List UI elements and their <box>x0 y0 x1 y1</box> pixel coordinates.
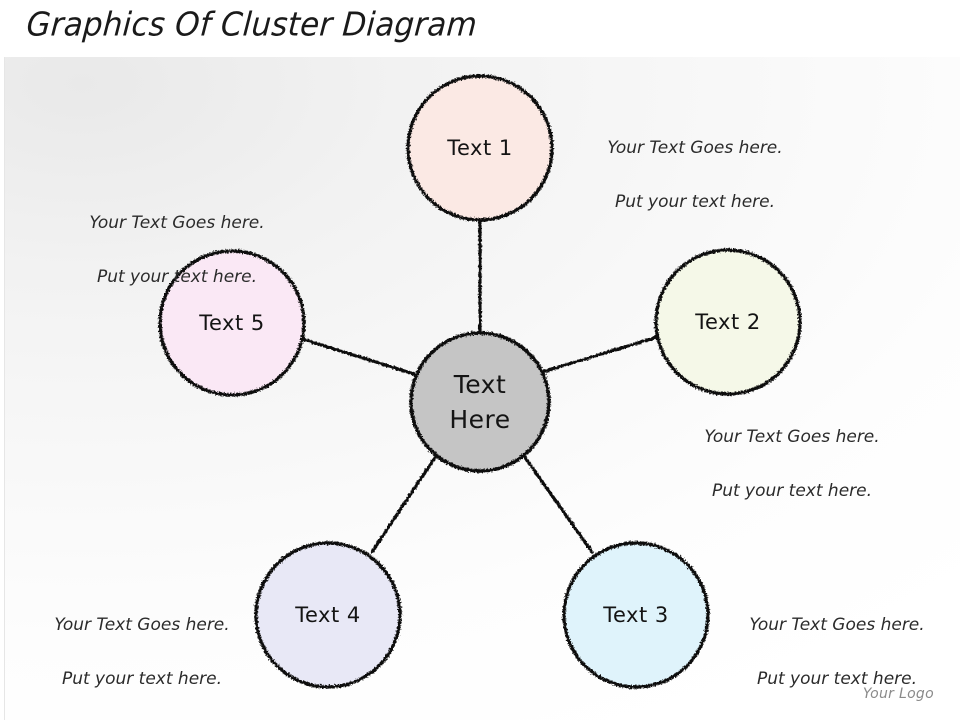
connector-hub-to-node-2 <box>540 334 663 374</box>
connector-hub-to-node-5 <box>297 336 416 376</box>
node-circle-text-2 <box>654 248 802 396</box>
connector-hub-to-node-3 <box>522 454 594 554</box>
node-circle-text-1 <box>406 74 554 222</box>
caption-node-2-line-1: Your Text Goes here. <box>704 427 880 447</box>
hub-node-group <box>409 331 551 473</box>
node-circle-text-5 <box>158 249 306 397</box>
caption-node-3-line-1: Your Text Goes here. <box>749 615 925 635</box>
caption-node-4: Your Text Goes here. Put your text here. <box>17 585 267 720</box>
caption-node-1: Your Text Goes here. Put your text here. <box>570 108 820 243</box>
satellite-node-group <box>158 74 802 689</box>
caption-node-3-line-2: Put your text here. <box>756 669 918 689</box>
caption-node-5: Your Text Goes here. Put your text here. <box>52 183 302 318</box>
caption-node-2: Your Text Goes here. Put your text here. <box>667 397 917 532</box>
caption-node-2-line-2: Put your text here. <box>711 481 873 501</box>
title-bar: Graphics Of Cluster Diagram <box>0 0 960 57</box>
caption-node-1-line-1: Your Text Goes here. <box>607 138 783 158</box>
caption-node-5-line-2: Put your text here. <box>96 267 258 287</box>
caption-node-1-line-2: Put your text here. <box>614 192 776 212</box>
caption-node-4-line-1: Your Text Goes here. <box>54 615 230 635</box>
node-circle-text-4 <box>254 541 402 689</box>
connector-hub-to-node-4 <box>370 454 438 554</box>
caption-node-4-line-2: Put your text here. <box>61 669 223 689</box>
node-circle-text-3 <box>562 541 710 689</box>
connector-group <box>297 214 663 554</box>
caption-node-5-line-1: Your Text Goes here. <box>89 213 265 233</box>
logo-placeholder: Your Logo <box>862 686 934 702</box>
node-circle-hub <box>409 331 551 473</box>
caption-node-3: Your Text Goes here. Put your text here. <box>712 585 960 720</box>
